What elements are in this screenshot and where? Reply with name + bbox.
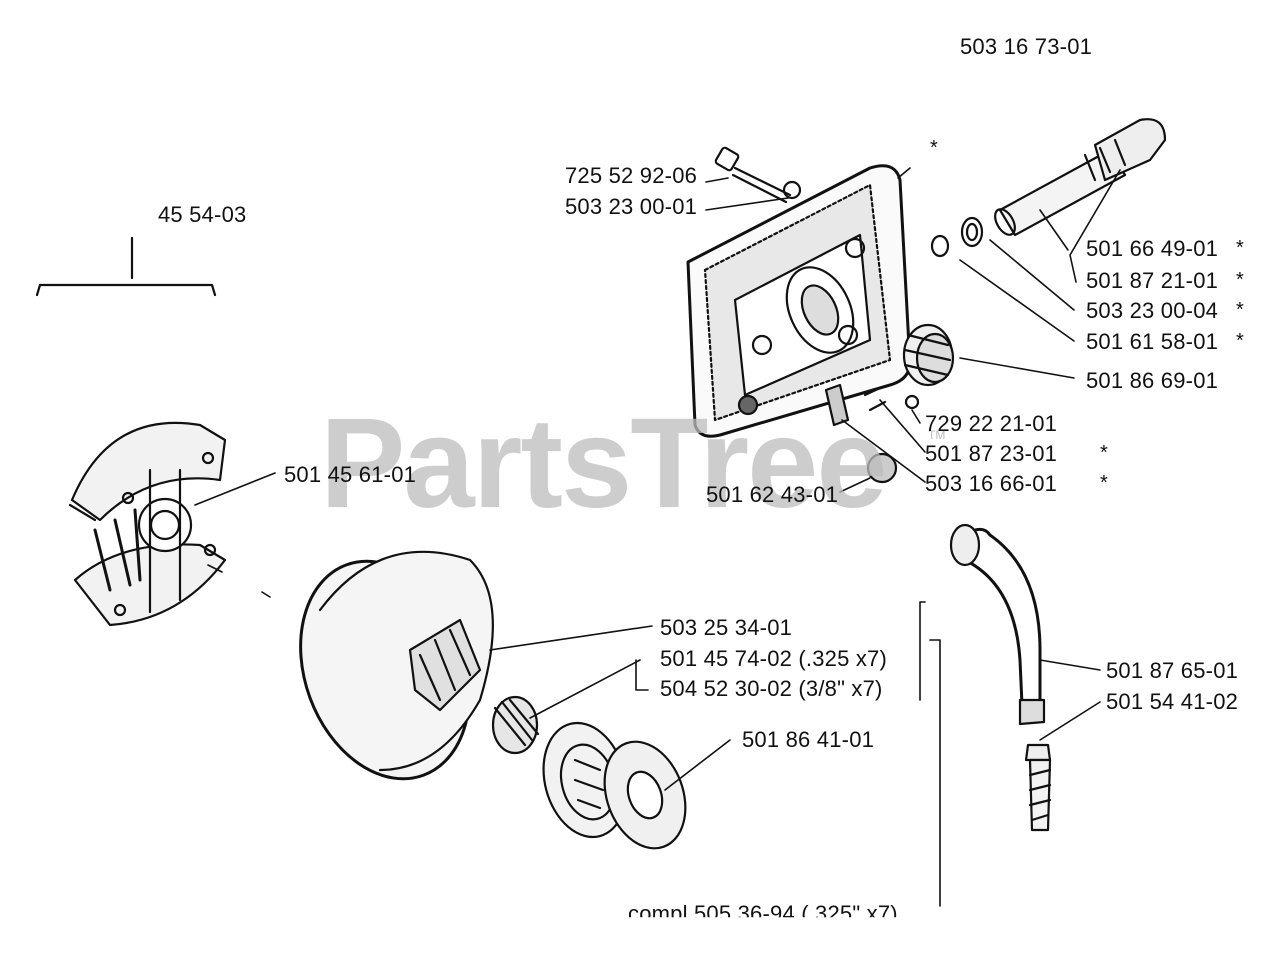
part-label-501624301: 501 62 43-01 [706, 482, 839, 507]
part-label-501866901: 501 86 69-01 [1086, 368, 1219, 393]
part-label-501456101: 501 45 61-01 [284, 462, 417, 487]
part-label-501872101: 501 87 21-01 [1086, 268, 1219, 293]
part-label-504523002: 504 52 30-02 (3/8" x7) [660, 676, 883, 701]
asterisk-503230004: * [1236, 299, 1244, 321]
washer-disc-part [603, 740, 687, 850]
part-label-503166601: 503 16 66-01 [925, 471, 1058, 496]
asterisk-501664901: * [1236, 237, 1244, 259]
part-label-503253401: 503 25 34-01 [660, 615, 793, 640]
watermark: PartsTree [320, 392, 887, 535]
pump-shaft-part [994, 118, 1167, 237]
part-label-725529206: 725 52 92-06 [565, 163, 698, 188]
complete-assembly-label: compl 505 36-94 (.325" x7) [628, 901, 898, 926]
adjusting-screw-part [824, 383, 920, 484]
part-label-503230001: 503 23 00-01 [565, 194, 698, 219]
part-label-501876501: 501 87 65-01 [1106, 658, 1239, 683]
asterisk-housing: * [930, 137, 938, 159]
part-label-729222101: 729 22 21-01 [925, 411, 1058, 436]
hose-fitting-part [1024, 743, 1052, 832]
assembly-number-label: 503 16 73-01 [960, 34, 1093, 59]
clutch-drum-part [299, 550, 494, 781]
trademark-mark: TM [928, 428, 946, 442]
clutch-shoes-part [68, 421, 227, 627]
part-label-501864101: 501 86 41-01 [742, 727, 875, 752]
part-label-501457402: 501 45 74-02 (.325 x7) [660, 646, 887, 671]
asterisk-501872301: * [1100, 442, 1108, 464]
group-bracket [35, 236, 217, 297]
seal-ring-part [960, 216, 984, 248]
asterisk-503166601: * [1100, 472, 1108, 494]
leader-lines [194, 167, 1121, 907]
part-label-501615801: 501 61 58-01 [1086, 329, 1219, 354]
part-label-501664901: 501 66 49-01 [1086, 236, 1219, 261]
asterisk-501872101: * [1236, 269, 1244, 291]
asterisk-501615801: * [1236, 330, 1244, 352]
part-label-501544102: 501 54 41-02 [1106, 689, 1239, 714]
oil-pump-housing-part [686, 164, 912, 438]
part-label-503230004: 503 23 00-04 [1086, 298, 1219, 323]
part-label-501872301: 501 87 23-01 [925, 441, 1058, 466]
washer-part [930, 234, 950, 258]
oil-hose-part [949, 523, 1046, 726]
bolt-part [714, 146, 802, 204]
worm-gear-part [902, 323, 955, 387]
needle-bearing-part [491, 695, 540, 755]
group-number-label: 45 54-03 [158, 202, 247, 227]
